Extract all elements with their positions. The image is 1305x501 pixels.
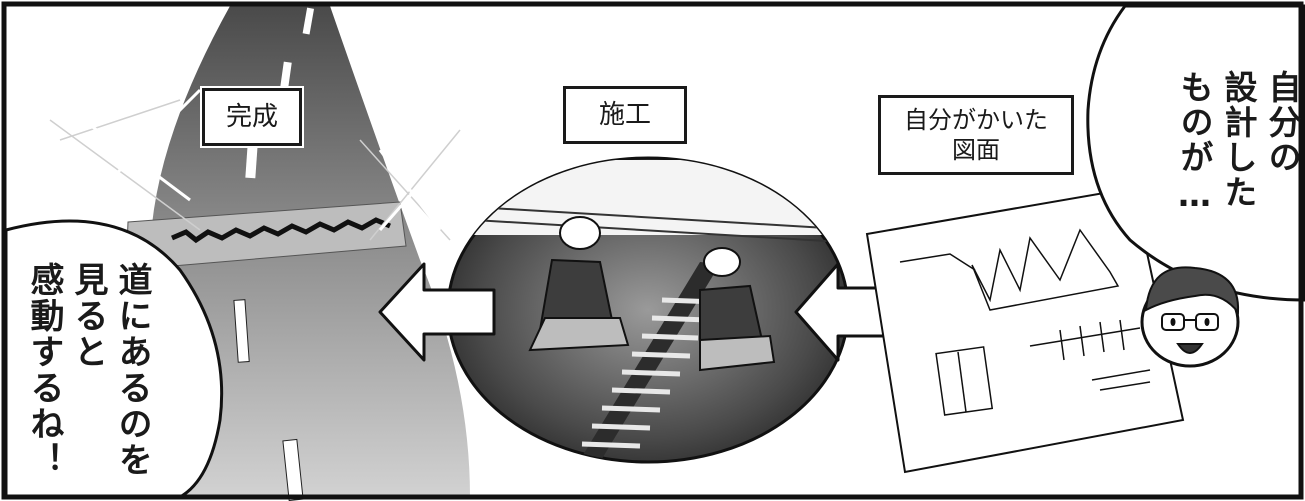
worker-right [699,247,776,372]
speech-left-line: 見ると [68,262,108,370]
label-completed-text: 完成 [225,101,278,132]
speech-right-text: 自分の 設計した ものが… [1172,70,1304,245]
label-drawing: 自分がかいた 図面 [878,95,1074,175]
speech-left-line: 道にあるのを [112,262,152,478]
label-completed: 完成 [202,88,302,146]
speech-right-line: 自分の [1263,70,1302,175]
speech-bubble-left [4,219,224,499]
speech-bubble-right [1086,4,1305,302]
label-drawing-line2: 図面 [952,136,1000,164]
label-construction-text: 施工 [598,99,651,130]
speech-right-line: ものが… [1175,70,1214,216]
worker-left [528,216,630,352]
speech-left-line: 感動するね！ [24,262,64,478]
speech-left-text: 道にあるのを 見ると 感動するね！ [22,262,154,482]
character-face [1140,266,1240,368]
speech-right-line: 設計した [1219,70,1258,210]
design-drawing [865,186,1185,474]
label-construction: 施工 [563,86,687,144]
sparkle-effects [49,88,461,241]
arrow-left-icon [378,262,496,362]
label-drawing-line1: 自分がかいた [904,106,1048,134]
